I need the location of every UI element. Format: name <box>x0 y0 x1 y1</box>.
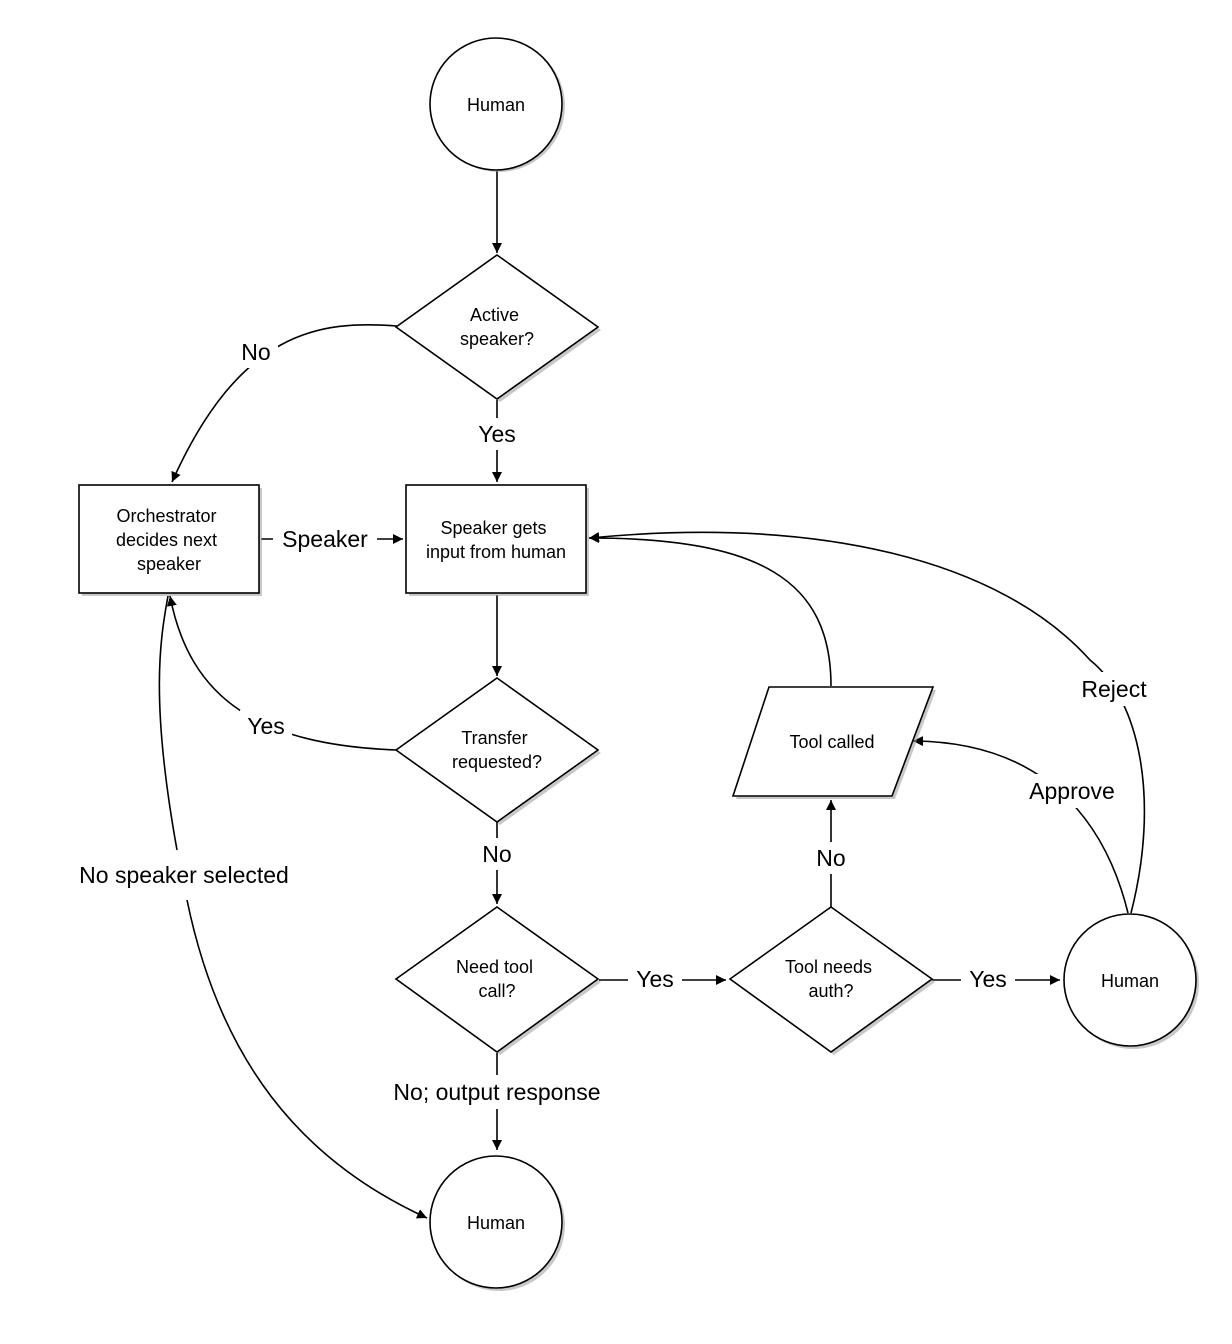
node-label: Transfer requested? <box>452 728 542 772</box>
label-need-tool-yes: Yes <box>628 963 682 995</box>
label-active-no: No <box>234 336 278 368</box>
svg-text:Yes: Yes <box>636 966 674 992</box>
node-active-speaker: Active speaker? <box>394 254 601 402</box>
label-active-yes: Yes <box>472 418 522 450</box>
edge-transfer-yes <box>166 595 398 751</box>
node-tool-needs-auth: Tool needs auth? <box>728 906 935 1055</box>
edge-reject <box>588 531 1146 914</box>
node-transfer-requested: Transfer requested? <box>394 677 601 825</box>
edge-no-speaker-selected <box>158 595 427 1218</box>
edge-tool-called-to-input <box>588 533 832 687</box>
node-speaker-input: Speaker gets input from human <box>405 484 589 596</box>
edges <box>158 171 1146 1218</box>
node-orchestrator: Orchestrator decides next speaker <box>78 484 262 596</box>
node-label: Tool called <box>789 732 874 752</box>
svg-text:Yes: Yes <box>969 966 1007 992</box>
label-transfer-no: No <box>474 838 520 870</box>
node-label: Human <box>467 1213 525 1233</box>
node-label: Speaker gets input from human <box>426 518 566 562</box>
label-speaker: Speaker <box>273 522 377 556</box>
svg-text:Yes: Yes <box>478 421 516 447</box>
node-need-tool-call: Need tool call? <box>394 906 601 1055</box>
node-human-right: Human <box>1063 913 1199 1049</box>
node-human-bottom: Human <box>429 1155 565 1291</box>
label-reject: Reject <box>1074 672 1154 706</box>
svg-text:No: No <box>816 845 845 871</box>
svg-text:No speaker selected: No speaker selected <box>79 862 289 888</box>
node-label: Tool needs auth? <box>785 957 877 1001</box>
node-label: Human <box>467 95 525 115</box>
svg-text:Reject: Reject <box>1081 676 1147 702</box>
node-label: Active speaker? <box>460 305 534 349</box>
label-approve: Approve <box>1020 774 1124 808</box>
edge-labels: No Yes Speaker Yes No No speaker selecte… <box>66 336 1154 1109</box>
node-tool-called: Tool called <box>731 686 936 799</box>
edge-active-no <box>171 323 398 483</box>
node-label: Orchestrator decides next speaker <box>116 506 222 574</box>
svg-text:No: No <box>482 841 511 867</box>
svg-text:No: No <box>241 339 270 365</box>
svg-text:Approve: Approve <box>1029 778 1115 804</box>
node-human-top: Human <box>429 37 565 172</box>
node-label: Human <box>1101 971 1159 991</box>
edge-approve <box>912 736 1129 914</box>
label-auth-no: No <box>809 842 853 874</box>
label-no-output-response: No; output response <box>380 1075 614 1109</box>
svg-text:Yes: Yes <box>247 713 285 739</box>
svg-text:Speaker: Speaker <box>282 526 368 552</box>
svg-text:No; output response: No; output response <box>393 1079 600 1105</box>
label-transfer-yes: Yes <box>240 710 292 742</box>
label-auth-yes: Yes <box>961 963 1015 995</box>
label-no-speaker-selected: No speaker selected <box>66 858 302 892</box>
node-label: Need tool call? <box>456 957 538 1001</box>
